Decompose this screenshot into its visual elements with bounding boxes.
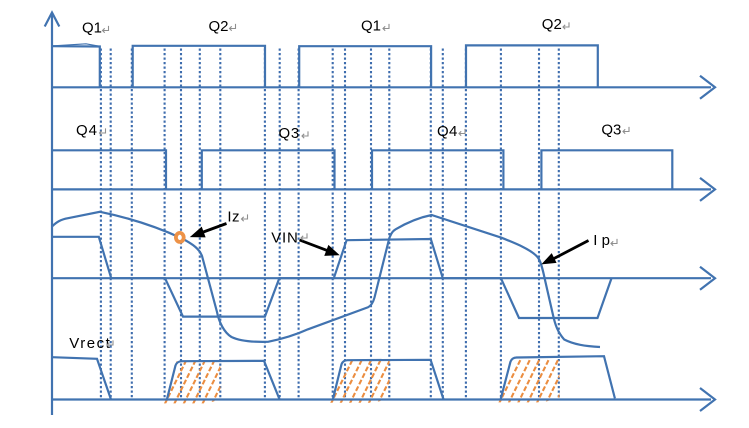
- svg-text:Q3: Q3: [601, 121, 621, 138]
- svg-text:Q1: Q1: [361, 18, 381, 35]
- svg-text:Q2: Q2: [542, 16, 562, 33]
- svg-text:Q2: Q2: [209, 18, 229, 35]
- svg-text:I p: I p: [593, 232, 610, 249]
- svg-text:Q3: Q3: [279, 125, 300, 142]
- svg-text:Q4: Q4: [437, 123, 458, 140]
- svg-text:Iz: Iz: [227, 209, 239, 226]
- svg-text:VIN: VIN: [271, 229, 298, 246]
- svg-text:Vrect: Vrect: [69, 335, 111, 352]
- svg-text:Q4: Q4: [76, 122, 98, 139]
- svg-text:Q1: Q1: [82, 19, 102, 36]
